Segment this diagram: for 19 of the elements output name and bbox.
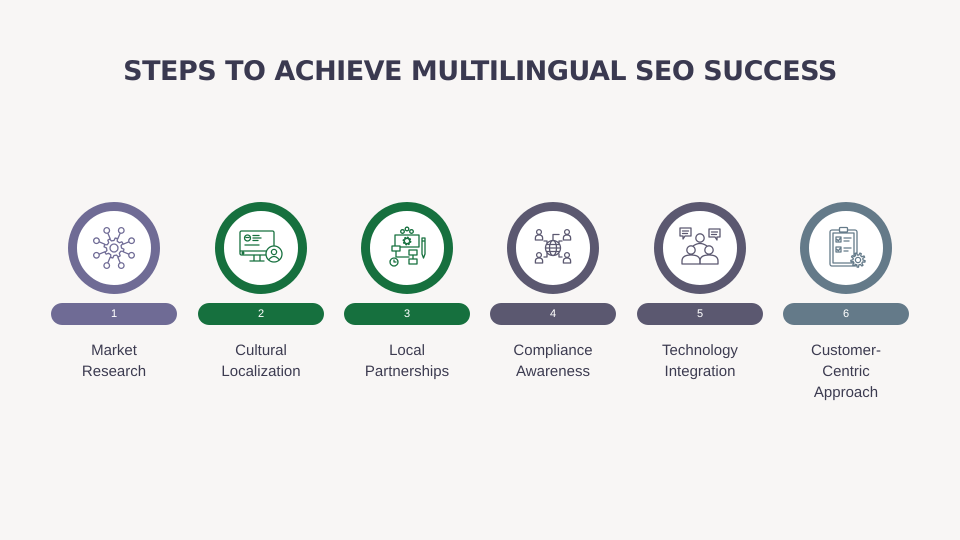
step-pill xyxy=(490,303,616,325)
step-number: 5 xyxy=(696,308,704,320)
step-number: 3 xyxy=(404,308,410,320)
step-pill xyxy=(783,303,909,325)
step-number: 1 xyxy=(110,308,118,320)
step-label: Compliance Awareness xyxy=(512,341,594,382)
step-label: Local Partnerships xyxy=(364,341,450,382)
step-pill xyxy=(198,303,324,325)
step-label: Market Research xyxy=(80,341,148,382)
step-label: Cultural Localization xyxy=(220,341,302,382)
step-pill xyxy=(51,303,177,325)
step-label: Customer-Centric Approach xyxy=(810,341,882,403)
step-number: 2 xyxy=(258,308,264,320)
step-pill xyxy=(637,303,763,325)
step-number: 6 xyxy=(842,308,850,320)
step-label: Technology Integration xyxy=(661,341,739,382)
title: STEPS TO ACHIEVE MULTILINGUAL SEO SUCCESS xyxy=(123,56,837,87)
step-pill xyxy=(344,303,470,325)
step-number: 4 xyxy=(550,308,556,320)
